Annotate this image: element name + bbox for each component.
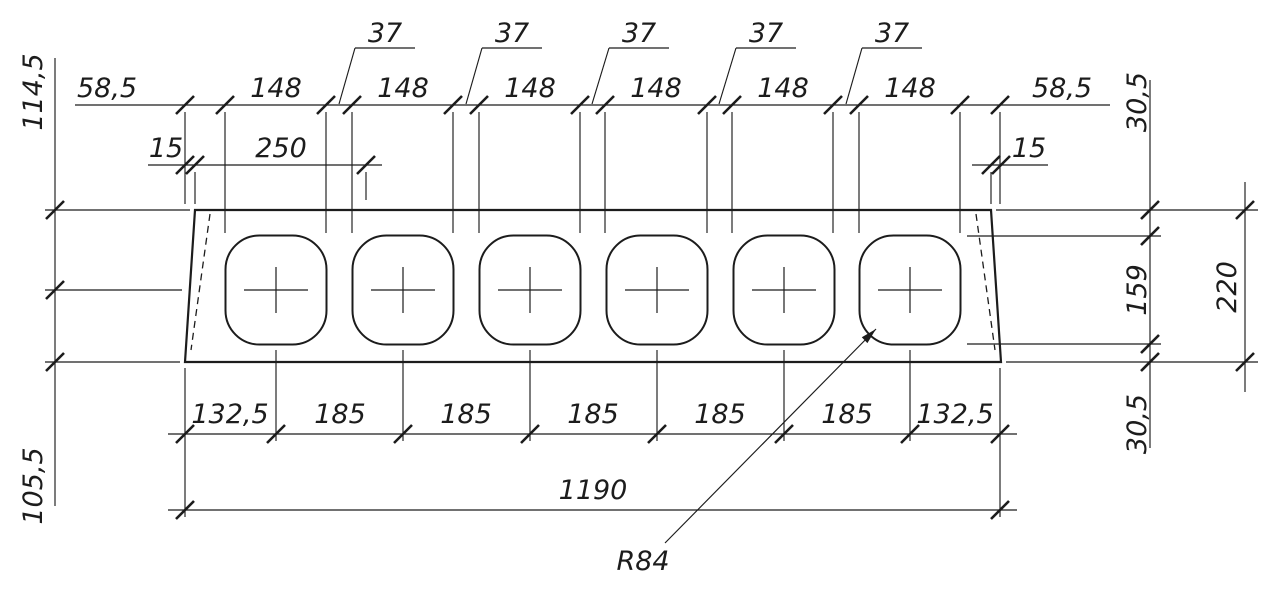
radius-leader-arrowhead: [861, 329, 876, 344]
dim-bottom-1: 132,5: [191, 399, 268, 430]
dim-bottom-6: 185: [821, 399, 873, 430]
dim-left-upper: 114,5: [18, 53, 49, 130]
dim-void-width-1: 148: [250, 73, 302, 104]
dim-void-height: 159: [1122, 264, 1153, 316]
dim-overall-length: 1190: [559, 475, 628, 506]
voids-group: [224, 234, 962, 346]
dim-cover-top: 30,5: [1122, 72, 1153, 132]
dim-top-edge-right: 58,5: [1032, 73, 1092, 104]
radius-leader-line: [664, 328, 877, 544]
dim-left-lower: 105,5: [18, 447, 49, 524]
dim-void-width-4: 148: [630, 73, 682, 104]
dim-void-width-6: 148: [884, 73, 936, 104]
dim-gap-5: 37: [875, 18, 909, 49]
dim-bottom-5: 185: [694, 399, 746, 430]
dim-total-height: 220: [1212, 261, 1243, 313]
radius-leader: [664, 328, 877, 544]
dim-cover-bottom: 30,5: [1122, 394, 1153, 454]
left-chamfer-dashed-line: [190, 213, 211, 351]
dim-gap-4: 37: [749, 18, 783, 49]
right-chamfer-dashed-line: [975, 213, 996, 351]
dim-gap-2: 37: [495, 18, 529, 49]
dim-void-radius: R84: [616, 546, 669, 577]
dim-bottom-7: 132,5: [916, 399, 993, 430]
dim-void-width-3: 148: [504, 73, 556, 104]
dim-bottom-3: 185: [440, 399, 492, 430]
gap-leaders: [338, 47, 922, 105]
dim-gap-3: 37: [622, 18, 656, 49]
dim-chamfer-right: 15: [1012, 133, 1046, 164]
extension-lines: [45, 112, 1258, 517]
dim-chamfer-left: 15: [149, 133, 183, 164]
dimension-lines: [54, 58, 1246, 511]
dim-bottom-2: 185: [314, 399, 366, 430]
dim-top-edge-left: 58,5: [77, 73, 137, 104]
dim-gap-1: 37: [368, 18, 402, 49]
dim-void-width-5: 148: [757, 73, 809, 104]
dim-first-pitch: 250: [255, 133, 307, 164]
dim-bottom-4: 185: [567, 399, 619, 430]
dimension-labels: 37 37 37 37 37 58,5 148 148 148 148 148 …: [18, 18, 1243, 577]
dim-void-width-2: 148: [377, 73, 429, 104]
void-center-crosses: [244, 267, 942, 313]
